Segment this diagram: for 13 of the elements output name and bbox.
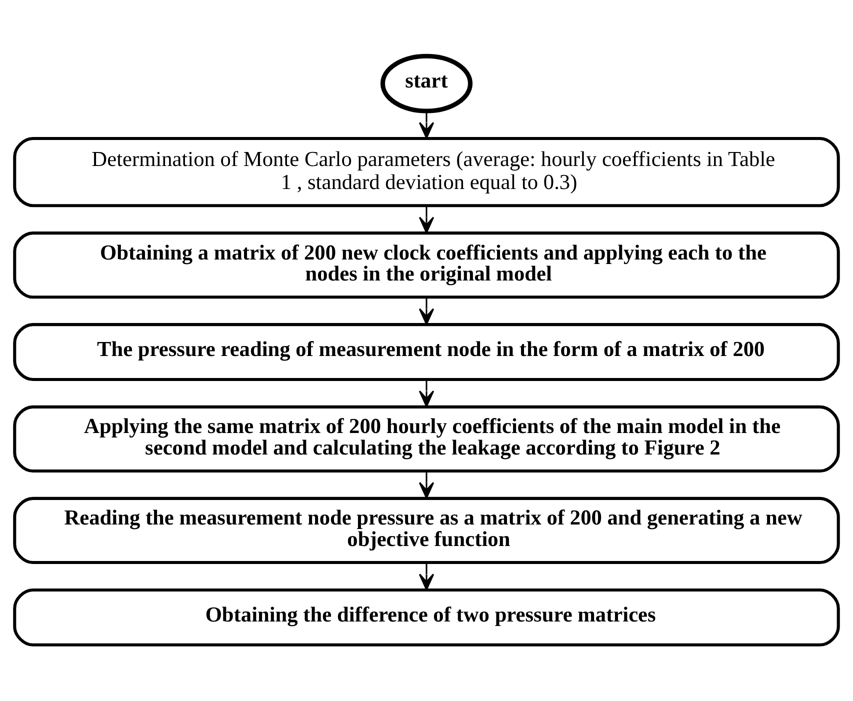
arrow (418, 380, 434, 408)
node-ellipse: start (380, 54, 473, 114)
node-box: Obtaining a matrix of 200 new clock coefficients and applying each to the nodes in the original model (13, 232, 840, 299)
arrow (418, 471, 434, 499)
arrow (418, 206, 434, 234)
arrow (418, 297, 434, 325)
node-box: Determination of Monte Carlo parameters (average: hourly coefficients in Table 1 , standard deviation equal to 0.3) (13, 136, 840, 208)
arrow (418, 562, 434, 590)
node-box: Obtaining the difference of two pressure matrices (13, 588, 840, 646)
node-box: The pressure reading of measurement node in the form of a matrix of 200 (13, 323, 840, 381)
node-box: Applying the same matrix of 200 hourly coefficients of the main model in the second model and calculating the leakage according to Figure 2 (13, 405, 840, 473)
node-box: Reading the measurement node pressure as a matrix of 200 and generating a new objective function (13, 496, 840, 564)
arrow (418, 111, 434, 139)
